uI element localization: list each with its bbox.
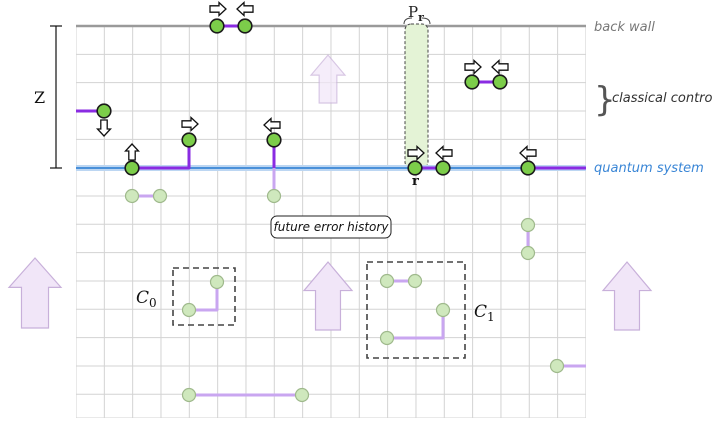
cluster-c1-box: [366, 261, 466, 359]
future-syndrome-node: [379, 330, 395, 346]
arrow-right-icon: [407, 145, 425, 161]
arrow-down-icon: [96, 119, 112, 137]
future-syndrome-node: [379, 273, 395, 289]
active-syndrome-node: [266, 132, 282, 148]
active-syndrome-node: [96, 103, 112, 119]
arrow-left-icon: [236, 1, 254, 17]
arrow-left-icon: [435, 145, 453, 161]
nodes: [96, 18, 565, 403]
error-chain-edge: [189, 282, 219, 312]
cluster-c0-box: [172, 267, 236, 326]
brace-icon: }: [594, 80, 616, 120]
z-axis-label: Z: [34, 88, 45, 107]
arrow-up-icon: [124, 143, 140, 161]
future-syndrome-node: [266, 188, 282, 204]
future-syndrome-node: [294, 387, 310, 403]
projector-brace: [403, 17, 431, 25]
future-syndrome-node: [520, 245, 536, 261]
arrow-left-icon: [263, 117, 281, 133]
back-wall-label: back wall: [594, 20, 655, 35]
active-syndrome-node: [124, 160, 140, 176]
future-syndrome-node: [209, 274, 225, 290]
site-label: r: [412, 174, 419, 189]
arrow-right-icon: [209, 1, 227, 17]
cluster-c1-label: C1: [474, 302, 495, 324]
small-arrows: [96, 1, 537, 161]
error-chain-edge: [132, 140, 191, 170]
error-chain-edge: [387, 310, 445, 340]
future-syndrome-node: [520, 217, 536, 233]
projector-label: Pr: [408, 3, 424, 24]
arrow-left-icon: [519, 145, 537, 161]
arrow-right-icon: [181, 116, 199, 132]
arrow-left-icon: [491, 59, 509, 75]
active-syndrome-node: [181, 132, 197, 148]
upward-time-arrow-icon: [601, 261, 653, 331]
future-syndrome-node: [181, 387, 197, 403]
future-error-history-box: [270, 215, 392, 239]
upward-time-arrow-icon: [302, 261, 354, 331]
time-arrows: [7, 54, 653, 331]
active-syndrome-node: [492, 74, 508, 90]
classical-control-label: classical control: [612, 91, 713, 106]
arrow-right-icon: [464, 59, 482, 75]
upward-time-arrow-icon: [309, 54, 347, 104]
active-syndrome-node: [464, 74, 480, 90]
future-syndrome-node: [181, 302, 197, 318]
future-syndrome-node: [549, 358, 565, 374]
upward-time-arrow-icon: [7, 257, 63, 329]
quantum-system-label: quantum system: [594, 161, 704, 176]
active-syndrome-node: [237, 18, 253, 34]
active-syndrome-node: [435, 160, 451, 176]
active-syndrome-node: [407, 160, 423, 176]
future-syndrome-node: [124, 188, 140, 204]
future-error-history-label: future error history: [274, 220, 390, 234]
active-syndrome-node: [520, 160, 536, 176]
future-syndrome-node: [407, 273, 423, 289]
future-syndrome-node: [435, 302, 451, 318]
future-syndrome-node: [152, 188, 168, 204]
active-syndrome-node: [209, 18, 225, 34]
cluster-c0-label: C0: [136, 288, 157, 310]
